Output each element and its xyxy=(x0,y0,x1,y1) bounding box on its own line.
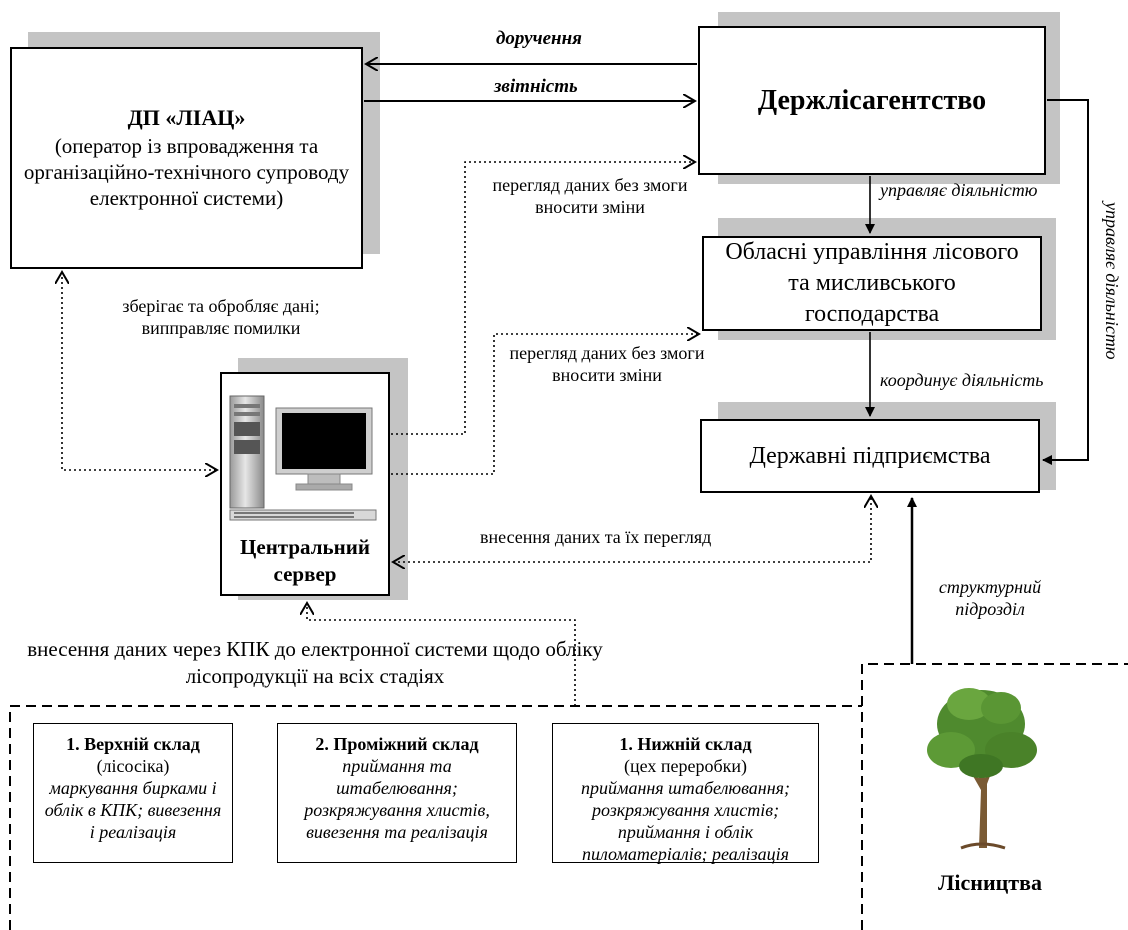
structural-label: структурний підрозділ xyxy=(938,577,1042,619)
kpk-entry-label: внесення даних через КПК до електронної … xyxy=(27,637,603,689)
entry-view-label: внесення даних та їх перегляд xyxy=(480,527,712,547)
server-box: Центральний сервер xyxy=(220,372,390,596)
server-to-regional-dotted xyxy=(391,334,699,475)
assignment-label: доручення xyxy=(496,28,582,49)
agency-to-enterprises-arrow xyxy=(1042,99,1089,465)
stage-upper-title: 1. Верхній склад xyxy=(66,734,200,754)
stages-to-server-dotted xyxy=(307,603,576,706)
forestry-boundary-dashed xyxy=(861,663,1128,930)
stage-upper-subtitle: (лісосіка) xyxy=(96,755,170,776)
coordinates-label: координує діяльність xyxy=(880,370,1044,390)
stage-intermediate-title: 2. Проміжний склад xyxy=(315,734,479,754)
server-enterprises-dotted xyxy=(393,496,871,562)
liac-box: ДП «ЛІАЦ» (оператор із впровадження та о… xyxy=(10,47,363,269)
computer-icon xyxy=(229,395,377,521)
tree-icon xyxy=(927,688,1037,850)
server-to-agency-dotted xyxy=(391,162,695,435)
agency-box: Держлісагентство xyxy=(698,26,1046,175)
stage-intermediate-details: приймання та штабелювання; розкряжування… xyxy=(304,755,490,842)
liac-server-dotted xyxy=(62,272,217,470)
enterprises-title: Державні підприємства xyxy=(749,442,991,469)
view-agency-label: перегляд даних без змоги вносити зміни xyxy=(492,175,688,217)
stage-lower-title: 1. Нижній склад xyxy=(619,734,752,754)
liac-title: ДП «ЛІАЦ» xyxy=(127,104,246,130)
stage-intermediate: 2. Проміжний склад приймання та штабелюв… xyxy=(277,723,517,863)
enterprises-box: Державні підприємства xyxy=(700,419,1040,493)
agency-title: Держлісагентство xyxy=(757,84,987,116)
view-regional-label: перегляд даних без змоги вносити зміни xyxy=(509,343,705,385)
forestry-label: Лісництва xyxy=(938,870,1042,895)
manages-regional-label: управляє діяльністю xyxy=(880,180,1038,200)
stores-label: зберігає та обробляє дані; випправляє по… xyxy=(122,296,320,338)
stage-upper-details: маркування бирками і облік в КПК; вивезе… xyxy=(44,777,222,842)
regional-box: Обласні управління лісового та мисливськ… xyxy=(702,236,1042,331)
stage-lower: 1. Нижній склад (цех переробки) прийманн… xyxy=(552,723,819,864)
reporting-label: звітність xyxy=(494,76,578,97)
liac-description: (оператор із впровадження та організацій… xyxy=(23,133,350,211)
stages-boundary-dashed xyxy=(9,705,862,930)
stage-upper: 1. Верхній склад (лісосіка) маркування б… xyxy=(33,723,233,863)
stage-lower-details: приймання штабелювання; розкряжування хл… xyxy=(580,777,791,864)
server-label: Центральний сервер xyxy=(240,535,370,587)
stage-lower-subtitle: (цех переробки) xyxy=(623,755,748,776)
manages-enterprises-label: управляє діяльністю xyxy=(1101,202,1122,360)
regional-title: Обласні управління лісового та мисливськ… xyxy=(725,238,1019,328)
